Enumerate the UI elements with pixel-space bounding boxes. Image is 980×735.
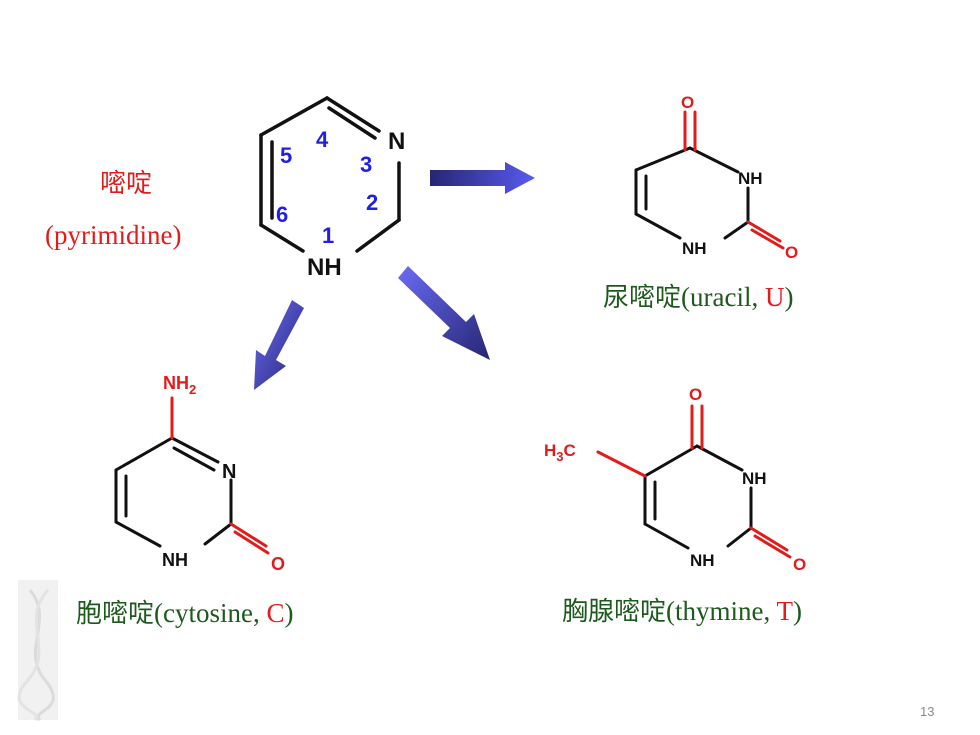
- position-2: 2: [366, 190, 378, 215]
- pyrimidine-nh-label: NH: [307, 254, 342, 281]
- arrow-down-left-icon: [254, 300, 304, 390]
- cytosine-o: O: [271, 554, 285, 574]
- cytosine-caption-en: (cytosine,: [154, 598, 266, 628]
- uracil-nh-bottom: NH: [682, 239, 707, 258]
- thymine-caption: 胸腺嘧啶(thymine, T): [562, 596, 802, 627]
- thymine-caption-zh: 胸腺嘧啶: [562, 597, 666, 627]
- arrow-right-icon: [430, 162, 535, 194]
- uracil-o-right: O: [785, 243, 798, 262]
- thymine-caption-en: (thymine,: [666, 596, 777, 626]
- thymine-methyl-c: C: [564, 441, 576, 460]
- thymine-o-right: O: [793, 555, 806, 574]
- thymine-methyl-sub: 3: [556, 449, 563, 464]
- uracil-structure: O NH NH O: [634, 93, 798, 262]
- cytosine-structure: NH2 N NH O: [114, 373, 285, 574]
- page-number: 13: [920, 704, 934, 719]
- cytosine-nh2-base: NH: [163, 373, 189, 393]
- uracil-nh-right: NH: [738, 169, 763, 188]
- uracil-caption: 尿嘧啶(uracil, U): [603, 282, 793, 313]
- uracil-caption-close: ): [784, 282, 793, 312]
- uracil-o-top: O: [681, 93, 694, 112]
- arrow-down-right-icon: [398, 266, 490, 360]
- pyrimidine-n3-label: N: [388, 128, 405, 155]
- dna-watermark: [17, 580, 58, 722]
- cytosine-nh: NH: [162, 550, 188, 570]
- uracil-caption-abbr: U: [765, 282, 785, 312]
- cytosine-caption-close: ): [285, 598, 294, 628]
- cytosine-n: N: [222, 461, 236, 483]
- uracil-caption-zh: 尿嘧啶: [603, 283, 681, 313]
- thymine-caption-abbr: T: [777, 596, 794, 626]
- cytosine-caption-abbr: C: [267, 598, 285, 628]
- position-1: 1: [322, 223, 334, 248]
- thymine-nh-bottom: NH: [690, 551, 715, 570]
- pyrimidine-structure: N NH 1 2 3 4 5 6: [259, 96, 405, 281]
- pyrimidine-name-en: (pyrimidine): [45, 220, 181, 250]
- cytosine-caption-zh: 胞嘧啶: [76, 599, 154, 629]
- position-4: 4: [316, 127, 329, 152]
- thymine-o-top: O: [689, 385, 702, 404]
- thymine-caption-close: ): [793, 596, 802, 626]
- uracil-caption-en: (uracil,: [681, 282, 765, 312]
- position-3: 3: [360, 152, 372, 177]
- thymine-structure: O H3C NH NH O: [544, 385, 806, 574]
- cytosine-nh2: NH2: [163, 373, 196, 397]
- cytosine-nh2-sub: 2: [189, 382, 196, 397]
- pyrimidine-name-zh: 嘧啶: [100, 169, 152, 199]
- position-6: 6: [276, 202, 288, 227]
- thymine-methyl: H3C: [544, 441, 576, 464]
- cytosine-caption: 胞嘧啶(cytosine, C): [76, 598, 294, 629]
- thymine-methyl-h: H: [544, 441, 556, 460]
- position-5: 5: [280, 143, 292, 168]
- thymine-nh-right: NH: [742, 469, 767, 488]
